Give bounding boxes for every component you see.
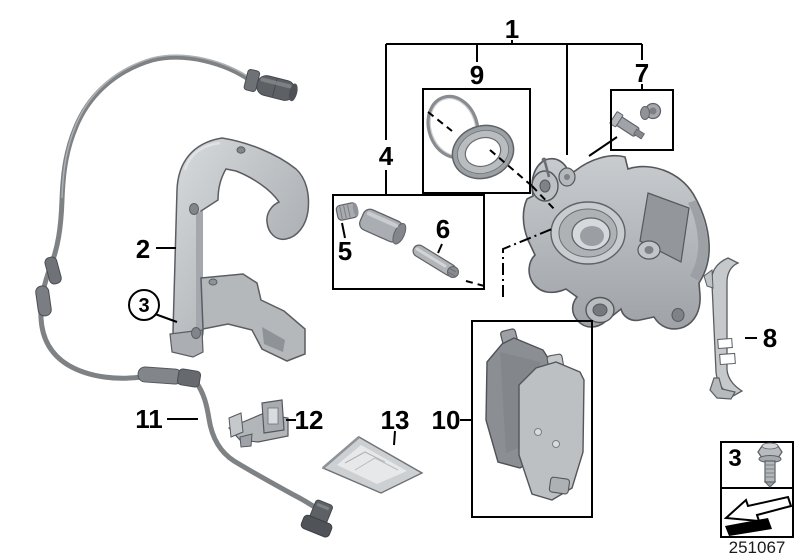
brake-pad-outer [518,361,585,501]
circled-callout-3 [128,289,160,321]
grease-packet [321,436,424,494]
seal-align-dashes [427,111,557,212]
leader-13 [393,430,396,446]
callout-8: 8 [763,323,777,353]
pad-rivet-1 [534,428,542,436]
bleeder-screw [609,111,645,140]
carrier-top-highlight [183,141,221,171]
clip-leg [239,433,253,448]
leader-3-circled [154,313,178,323]
bleeder-valve-kit [609,102,662,140]
callout-2: 2 [136,234,150,264]
carrier-pad-slot [262,327,285,352]
threaded-plug [335,202,359,221]
clip-slot [267,407,279,425]
carrier-lower-block [200,273,306,362]
sensor-connector-plug [243,68,298,102]
guide-bushing-kit [335,202,459,278]
leader-6 [437,243,443,254]
pin-axis-dashdot [502,228,553,297]
sensor-end-connector [300,499,333,538]
legend-arrow-box [720,487,794,538]
caliper-guide-bore [592,303,608,317]
caliper-bore-shadow [580,226,604,246]
bushing-kit-box [332,194,485,290]
packet-face [337,445,407,484]
caliper-housing [522,155,710,330]
callout-10: 10 [432,405,461,435]
cable-braid-section [137,366,183,385]
callout-3-circled: 3 [138,295,149,317]
spring-clip-foot [709,377,736,400]
legend-panel [720,441,794,538]
pad-rivet-2 [552,440,560,448]
callout-9: 9 [470,60,484,90]
cable-grommet-upper [44,256,62,285]
spring-clip-slot-1 [717,337,733,350]
bleeder-cap-flange [640,106,650,120]
caliper-sensor-contact-pin [543,161,551,178]
callout-lines [154,40,757,446]
wear-sensor-cable [35,54,333,538]
carrier-bracket [169,137,310,362]
leader-5 [341,222,346,239]
drawing-number: 251067 [729,538,786,557]
bleeder-cap-center [649,107,657,115]
dust-boot-seal [451,124,515,180]
clip-left-tab [228,412,244,438]
caliper-right-lug-hole [644,246,654,254]
cable-grommet-lower [35,285,52,317]
callout-11: 11 [135,404,163,434]
guide-pin [412,244,459,278]
brake-pad-set [485,328,585,501]
callout-4: 4 [379,141,394,171]
retaining-spring-clip [703,257,744,400]
spring-clip-hook [703,269,714,289]
carrier-top-hole [236,146,246,154]
packet-crinkle-1 [344,451,386,464]
callout-5: 5 [338,236,352,266]
callout-7: 7 [635,58,649,88]
group1-bracket [385,40,643,195]
carrier-pin-boss [208,278,218,286]
seal-kit [426,94,515,180]
callout-1: 1 [505,14,519,44]
callout-12: 12 [295,405,324,435]
legend-callout-3: 3 [728,445,741,472]
spring-clip-slot-2 [719,352,736,366]
caliper-foot-hole [671,308,685,322]
install-direction-arrow-icon [723,495,793,536]
caliper-right-shade [688,200,709,281]
pad-tab-front-bottom [548,476,571,495]
callout-13: 13 [381,405,410,435]
carrier-bolt-hole-upper [189,203,199,215]
spring-clip-band [710,257,744,397]
seal-kit-box [422,88,531,194]
guide-bushing [359,208,407,245]
pin-align-dashes [465,280,489,288]
packet-fold-edge [322,436,360,469]
cable-crimp [176,368,202,388]
callout-labels: 1 9 7 4 5 6 2 3 11 12 13 10 8 3 251067 [135,14,785,557]
bolt-icon [757,442,783,488]
caliper-ear-upper-hole [539,179,551,193]
callout-6: 6 [436,214,450,244]
sensor-holder-clip [227,399,289,448]
leader-7 [588,136,618,157]
sensor-cable-path [38,54,325,515]
packet-crinkle-2 [354,457,399,471]
caliper-boss-top-hole [564,174,570,180]
sensor-cable-highlight [61,54,254,199]
carrier-bolt-hole-lower [191,327,201,339]
caliper-pin-tip [541,157,547,163]
